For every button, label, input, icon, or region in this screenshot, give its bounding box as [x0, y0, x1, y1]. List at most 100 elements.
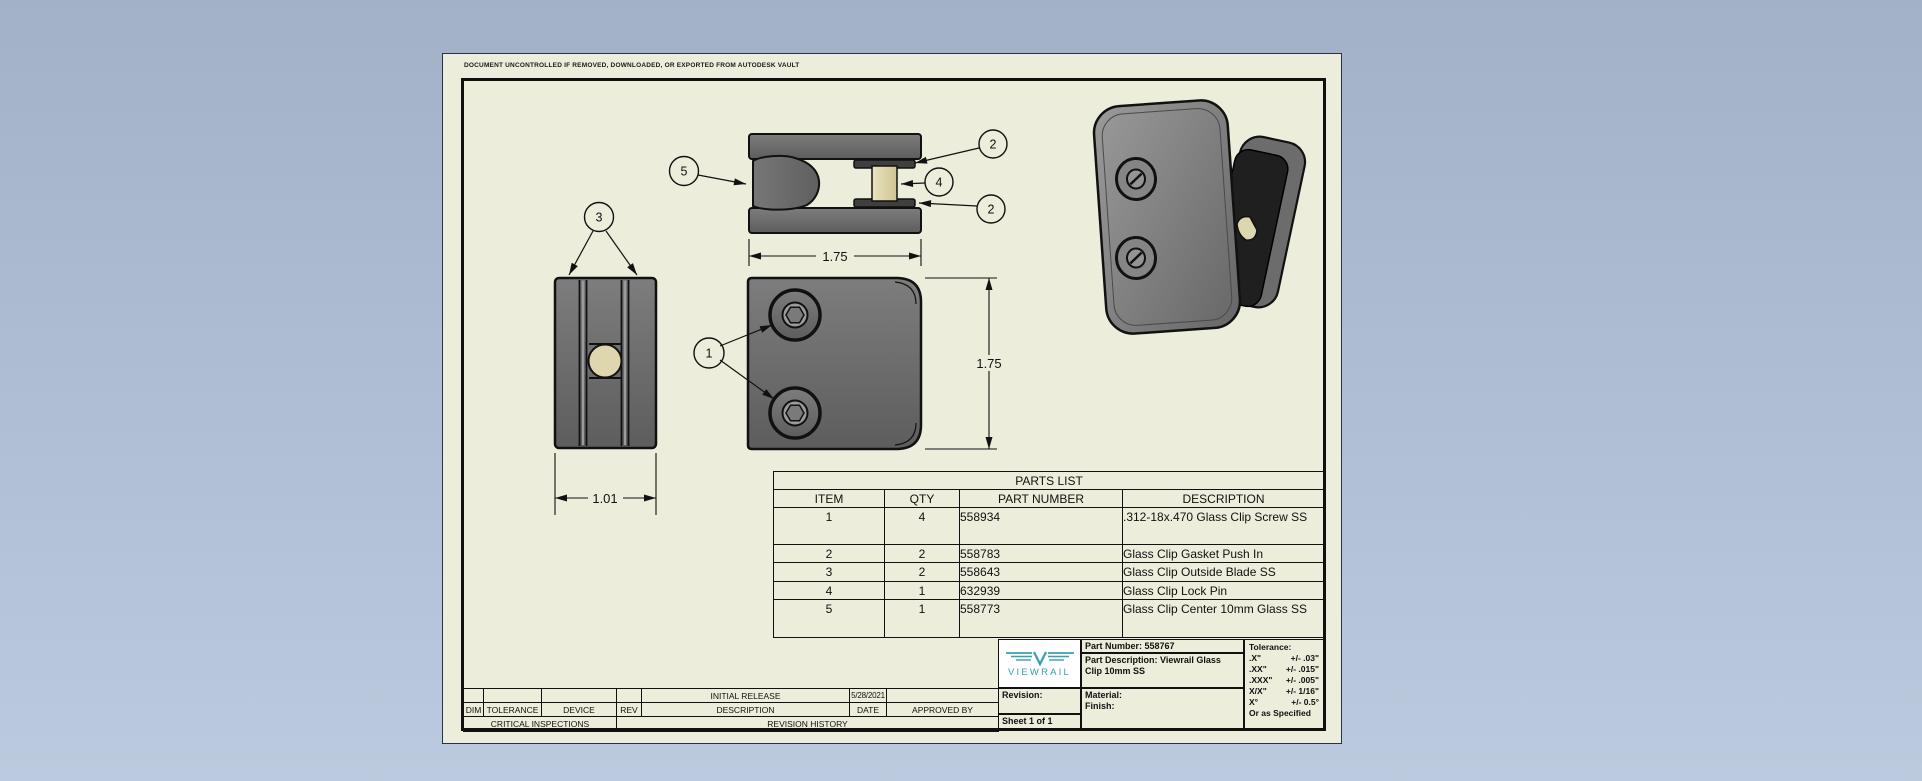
- col-header-item: ITEM: [773, 489, 885, 508]
- description-cell: Glass Clip Lock Pin: [1121, 581, 1326, 600]
- view-isometric[interactable]: [1092, 99, 1309, 336]
- balloon-5[interactable]: 5: [668, 155, 747, 187]
- tol-val: +/- 0.5°: [1291, 697, 1319, 707]
- part-description-field: Part Description: Viewrail Glass Clip 10…: [1081, 653, 1244, 688]
- material-finish-field: Material: Finish:: [1081, 688, 1244, 731]
- revision-field: Revision:: [998, 688, 1081, 714]
- table-row: 3 2 558643 Glass Clip Outside Blade SS: [773, 562, 1326, 582]
- parts-list-title: PARTS LIST: [772, 471, 1326, 490]
- drawing-sheet[interactable]: DOCUMENT UNCONTROLLED IF REMOVED, DOWNLO…: [442, 53, 1342, 744]
- sheet-number-field: Sheet 1 of 1: [998, 714, 1081, 731]
- empty-cell: [541, 688, 617, 703]
- qty-cell: 1: [884, 599, 960, 638]
- part-number-cell: 558783: [959, 544, 1123, 563]
- part-number-cell: 632939: [959, 581, 1123, 600]
- critical-inspections-cell: CRITICAL INSPECTIONS: [463, 716, 617, 732]
- description-cell: .312-18x.470 Glass Clip Screw SS: [1121, 507, 1326, 545]
- header-approved-by: APPROVED BY: [886, 702, 999, 717]
- material-label: Material:: [1085, 690, 1123, 700]
- part-number-field: Part Number: 558767: [1081, 639, 1244, 653]
- empty-cell: [463, 688, 484, 703]
- parts-list-table: PARTS LIST ITEM QTY PART NUMBER DESCRIPT…: [772, 471, 1326, 638]
- dim-value: 1.75: [822, 249, 847, 264]
- tolerance-block: Tolerance: .X"+/- .03" .XX"+/- .015" .XX…: [1244, 639, 1324, 731]
- table-row: 5 1 558773 Glass Clip Center 10mm Glass …: [773, 599, 1326, 638]
- part-number-cell: 558934: [959, 507, 1123, 545]
- rev-cell: [616, 688, 642, 703]
- qty-cell: 2: [884, 544, 960, 563]
- item-cell: 3: [773, 562, 885, 582]
- revision-date-cell: 5/28/2021: [849, 688, 887, 703]
- balloon-4[interactable]: 4: [900, 167, 954, 197]
- tol-dim: .XXX": [1249, 675, 1273, 685]
- dim-value: 1.01: [592, 491, 617, 506]
- col-header-part-number: PART NUMBER: [959, 489, 1123, 508]
- header-description: DESCRIPTION: [641, 702, 850, 717]
- tolerance-title: Tolerance:: [1249, 642, 1292, 652]
- view-side[interactable]: [553, 276, 658, 450]
- iso-lock-pin: [1236, 215, 1258, 241]
- balloon-number: 3: [596, 211, 603, 225]
- dim-side-width[interactable]: 1.01: [554, 453, 657, 515]
- dim-top-width[interactable]: 1.75: [748, 239, 922, 266]
- balloon-number: 5: [681, 165, 688, 179]
- brand-name: VIEWRAIL: [1008, 666, 1071, 678]
- balloon-number: 1: [706, 347, 713, 361]
- item-cell: 1: [773, 507, 885, 545]
- balloon-number: 4: [936, 176, 943, 190]
- tol-val: +/- .015": [1285, 664, 1319, 674]
- description-cell: Glass Clip Outside Blade SS: [1121, 562, 1326, 582]
- description-cell: Glass Clip Gasket Push In: [1121, 544, 1326, 563]
- view-top[interactable]: [748, 133, 922, 234]
- iso-screw-bottom: [1114, 236, 1158, 280]
- vault-notice: DOCUMENT UNCONTROLLED IF REMOVED, DOWNLO…: [464, 62, 800, 69]
- approved-by-cell: [886, 688, 999, 703]
- table-row: 1 4 558934 .312-18x.470 Glass Clip Screw…: [773, 507, 1326, 545]
- table-row: 2 2 558783 Glass Clip Gasket Push In: [773, 544, 1326, 563]
- part-number-cell: 558773: [959, 599, 1123, 638]
- finish-label: Finish:: [1085, 700, 1115, 711]
- description-cell: Glass Clip Center 10mm Glass SS: [1121, 599, 1326, 638]
- header-dim: DIM: [463, 702, 484, 717]
- header-device: DEVICE: [541, 702, 617, 717]
- drawing-canvas[interactable]: 1.75 1.75: [443, 54, 1341, 743]
- lock-pin-side: [587, 343, 623, 379]
- item-cell: 2: [773, 544, 885, 563]
- qty-cell: 4: [884, 507, 960, 545]
- item-cell: 5: [773, 599, 885, 638]
- view-front[interactable]: [746, 276, 923, 451]
- balloon-2-bottom[interactable]: 2: [918, 194, 1006, 224]
- table-row: DIM TOLERANCE DEVICE REV DESCRIPTION DAT…: [463, 702, 999, 717]
- revision-history-table: INITIAL RELEASE 5/28/2021 DIM TOLERANCE …: [463, 688, 999, 732]
- table-row: 4 1 632939 Glass Clip Lock Pin: [773, 581, 1326, 600]
- tol-dim: X°: [1249, 697, 1259, 707]
- screw-top: [768, 288, 822, 342]
- tol-val: +/- .005": [1285, 675, 1319, 685]
- balloon-3[interactable]: 3: [568, 201, 638, 276]
- table-row: CRITICAL INSPECTIONS REVISION HISTORY: [463, 716, 999, 732]
- header-tolerance: TOLERANCE: [483, 702, 542, 717]
- title-block: VIEWRAIL Part Number: 558767 Part Descri…: [998, 639, 1324, 731]
- header-date: DATE: [849, 702, 887, 717]
- balloon-2-top[interactable]: 2: [914, 129, 1008, 164]
- qty-cell: 2: [884, 562, 960, 582]
- tol-dim: X/X": [1249, 686, 1267, 696]
- balloon-number: 2: [988, 203, 995, 217]
- viewrail-wings-icon: [1005, 651, 1074, 667]
- revision-description-cell: INITIAL RELEASE: [641, 688, 850, 703]
- balloon-number: 2: [990, 138, 997, 152]
- tol-dim: .XX": [1249, 664, 1267, 674]
- iso-front-plate: [1092, 99, 1242, 335]
- empty-cell: [483, 688, 542, 703]
- dim-front-height[interactable]: 1.75: [925, 277, 1008, 450]
- iso-screw-top: [1114, 157, 1158, 201]
- table-row: INITIAL RELEASE 5/28/2021: [463, 688, 999, 703]
- screw-bottom: [768, 386, 822, 440]
- item-cell: 4: [773, 581, 885, 600]
- dim-value: 1.75: [976, 356, 1001, 371]
- part-number-cell: 558643: [959, 562, 1123, 582]
- balloon-1[interactable]: 1: [693, 324, 775, 400]
- revision-history-cell: REVISION HISTORY: [616, 716, 999, 732]
- center-part-top: [752, 154, 821, 211]
